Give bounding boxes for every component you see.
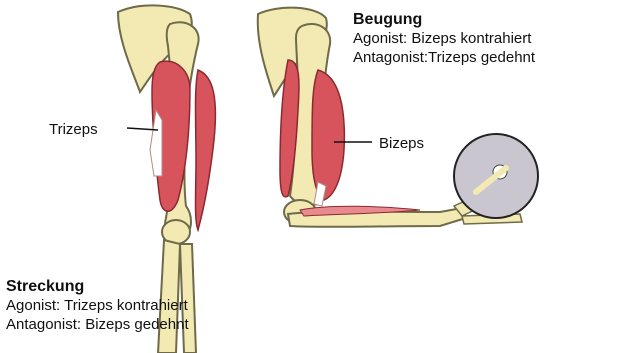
triceps-tendon (150, 110, 162, 176)
trizeps-label: Trizeps (49, 120, 98, 139)
streckung-agonist: Agonist: Trizeps kontrahiert (6, 296, 189, 315)
beugung-title: Beugung (353, 10, 535, 29)
beugung-antagonist: Antagonist:Trizeps gedehnt (353, 48, 535, 67)
beugung-caption: Beugung Agonist: Bizeps kontrahiert Anta… (353, 10, 535, 67)
streckung-title: Streckung (6, 277, 189, 296)
streckung-antagonist: Antagonist: Bizeps gedehnt (6, 315, 189, 334)
bizeps-label: Bizeps (379, 134, 424, 153)
biceps-muscle-2 (312, 70, 344, 200)
beugung-agonist: Agonist: Bizeps kontrahiert (353, 29, 535, 48)
biceps-muscle (196, 70, 216, 230)
streckung-caption: Streckung Agonist: Trizeps kontrahiert A… (6, 277, 189, 334)
